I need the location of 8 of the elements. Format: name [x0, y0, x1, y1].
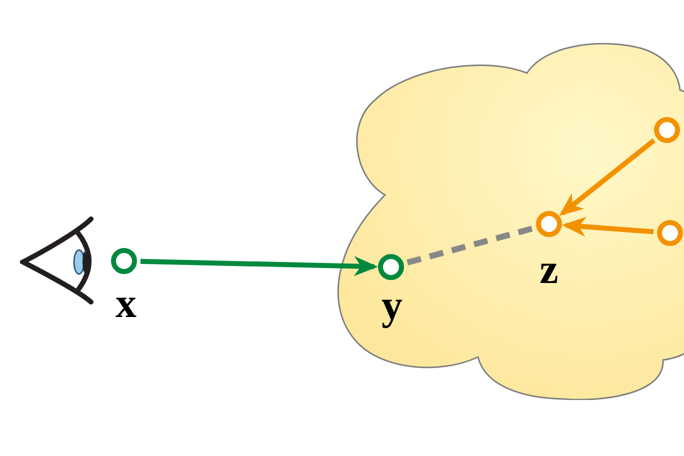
arrow: [562, 216, 654, 237]
arrow: [140, 256, 378, 276]
dashed-line: [406, 226, 534, 266]
variable-label: z: [540, 249, 558, 291]
variable-label: y: [382, 285, 402, 327]
arrow: [559, 138, 656, 216]
variable-label: x: [116, 283, 136, 325]
node-circle: [111, 248, 137, 274]
